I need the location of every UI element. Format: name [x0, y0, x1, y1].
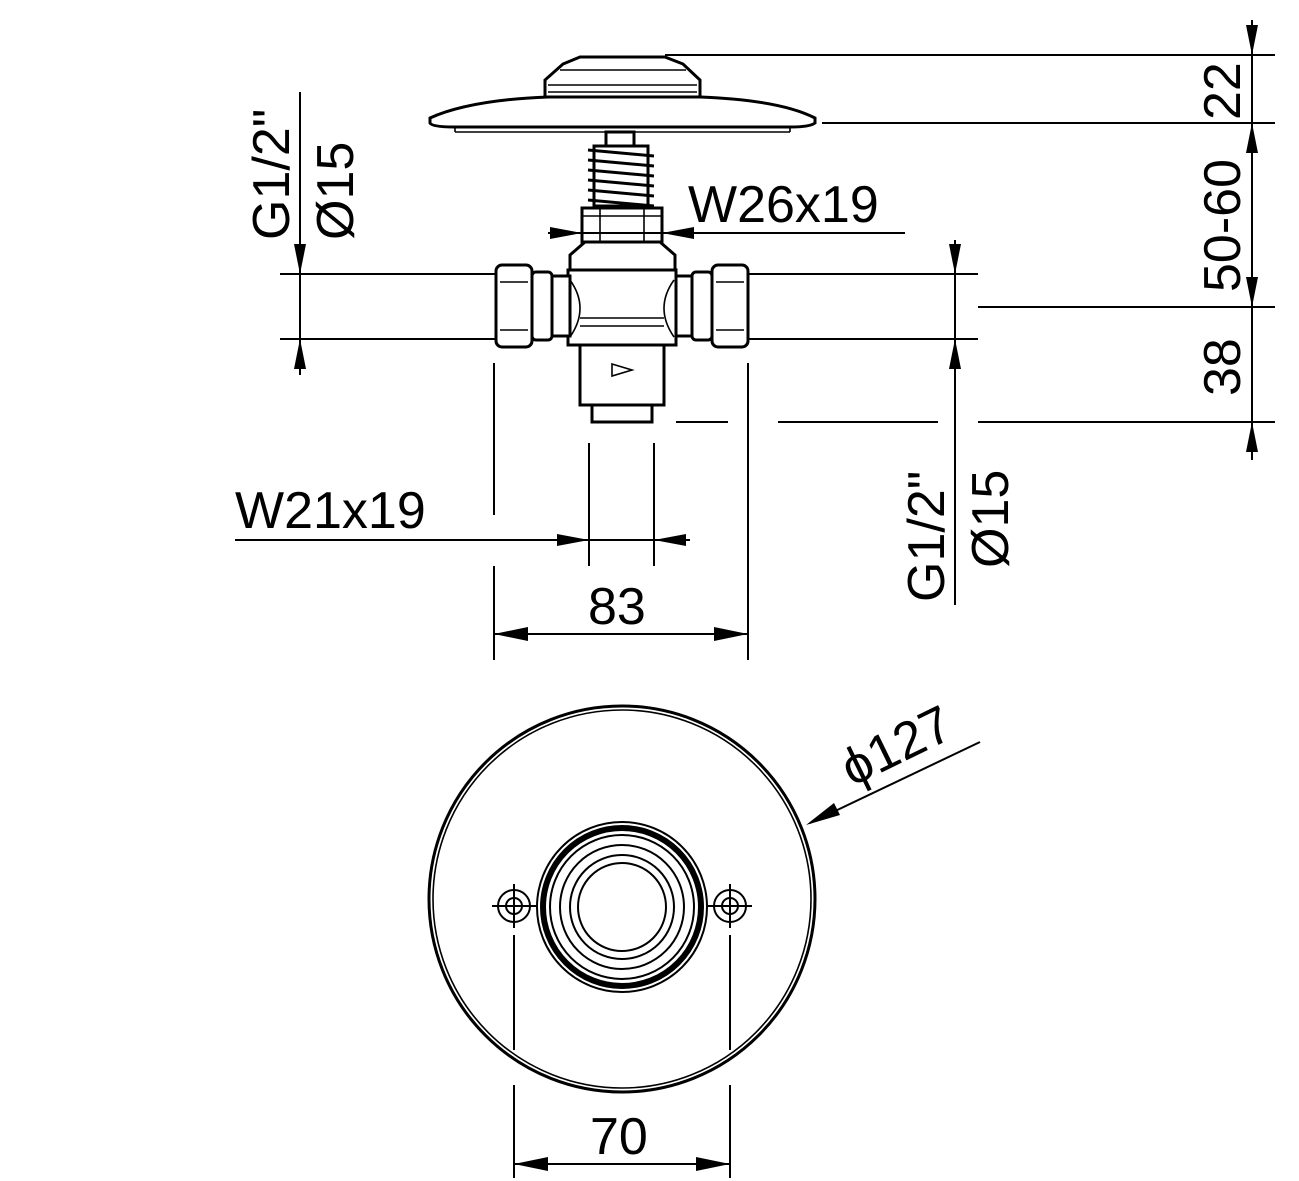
left-screw-hole	[492, 884, 536, 928]
height-arrow-bottom-up	[1246, 422, 1258, 452]
bottom-wrench-dimension: W21x19	[235, 443, 690, 566]
plate-diameter-dimension: ϕ127	[806, 695, 981, 825]
right-thread-arrow-top	[949, 244, 961, 274]
width-arrow-left	[494, 627, 528, 641]
valve-body	[566, 240, 678, 424]
cap-height-label: 22	[1194, 62, 1252, 120]
spacing-arrow-right	[696, 1157, 730, 1171]
height-dimensions: 22 50-60 38	[665, 20, 1275, 460]
right-union-fitting	[674, 263, 750, 349]
top-wrench-arrow-right	[662, 227, 694, 239]
right-thread-dimension: G1/2" Ø15	[898, 240, 1020, 605]
range-height-label: 50-60	[1194, 159, 1252, 292]
left-diameter-label: Ø15	[307, 142, 365, 240]
left-thread-dimension: G1/2" Ø15	[243, 92, 365, 375]
right-diameter-label: Ø15	[962, 470, 1020, 568]
body-width-label: 83	[588, 578, 646, 636]
height-arrow-cap-up	[1246, 123, 1258, 153]
spacing-arrow-left	[514, 1157, 548, 1171]
top-hex-nut	[580, 206, 664, 244]
left-union-fitting	[494, 263, 572, 349]
body-height-label: 38	[1194, 338, 1252, 396]
width-arrow-right	[714, 627, 748, 641]
height-arrow-top-down	[1246, 25, 1258, 55]
body-width-dimension: 83	[493, 363, 749, 660]
hole-spacing-dimension: 70	[513, 935, 731, 1178]
left-thread-arrow-bottom	[294, 339, 306, 369]
escutcheon-plate	[427, 704, 817, 1094]
pipe-lines	[280, 273, 978, 340]
height-arrow-mid-down	[1246, 277, 1258, 307]
right-screw-hole	[708, 884, 752, 928]
front-view	[427, 704, 817, 1094]
side-view	[280, 55, 978, 424]
cover-cap	[428, 55, 817, 133]
hole-spacing-label: 70	[590, 1108, 648, 1166]
bottom-wrench-label: W21x19	[235, 482, 426, 540]
left-thread-label: G1/2"	[243, 109, 301, 240]
left-thread-arrow-top	[294, 244, 306, 274]
bottom-wrench-arrow-left	[557, 534, 589, 546]
diameter-leader-arrow	[806, 803, 840, 825]
spindle-spring	[587, 130, 655, 208]
center-fitting	[536, 821, 708, 993]
bottom-wrench-arrow-right	[654, 534, 686, 546]
top-wrench-arrow-left	[550, 227, 582, 239]
top-wrench-label: W26x19	[688, 176, 879, 234]
right-thread-arrow-bottom	[949, 339, 961, 369]
top-wrench-dimension: W26x19	[548, 176, 905, 239]
right-thread-label: G1/2"	[898, 471, 956, 602]
